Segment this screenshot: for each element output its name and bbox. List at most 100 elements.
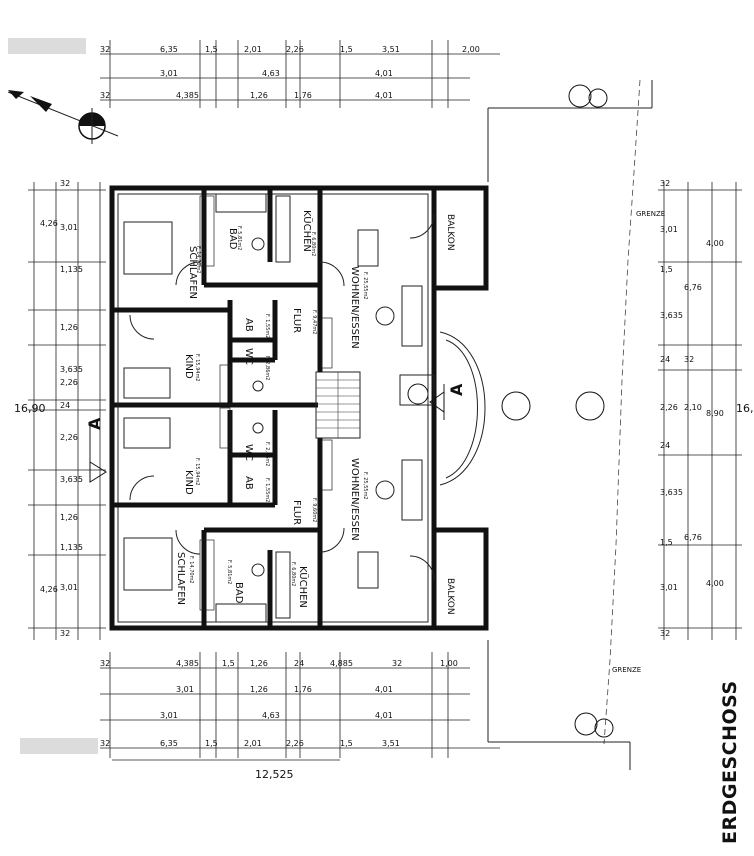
- dim-label: 4,63: [262, 69, 280, 78]
- dim-label: 1,26: [250, 659, 268, 668]
- room-label-bad: BAD: [227, 228, 238, 250]
- room-area: F. 25,55m2: [362, 272, 368, 300]
- dim-label: 3,635: [660, 488, 683, 497]
- dim-label: 2,26: [286, 739, 304, 748]
- dim-label: 2,01: [244, 45, 262, 54]
- room-labels-lower: KIND F. 15,94m2 WC F. 2,86m2 AB F. 1,55m…: [175, 442, 455, 615]
- dim-label: 32: [660, 629, 670, 638]
- dim-label: 32: [100, 659, 110, 668]
- dim-label: 3,01: [60, 223, 78, 232]
- room-label-kuechen: KÜCHEN: [301, 210, 314, 252]
- room-area: F. 25,55m2: [362, 472, 368, 500]
- dim-label: 4,01: [375, 69, 393, 78]
- room-label-schlafen: SCHLAFEN: [187, 246, 198, 299]
- furniture: [123, 193, 423, 623]
- dim-label: 3,635: [660, 311, 683, 320]
- dim-label: 4,00: [706, 579, 724, 588]
- dim-label: 1,26: [250, 91, 268, 100]
- room-area: F. 1,55m2: [264, 314, 270, 338]
- section-marker: A A: [85, 383, 466, 483]
- drawing-title: ERDGESCHOSS: [719, 680, 741, 844]
- room-label-balkon: BALKON: [445, 214, 455, 251]
- dim-label: 1,26: [60, 513, 78, 522]
- dim-label: 24: [60, 401, 70, 410]
- boundary-label: GRENZE: [612, 666, 641, 674]
- dim-label: 24: [660, 355, 670, 364]
- room-area: F. 2,86m2: [264, 356, 270, 380]
- dim-label: 4,885: [330, 659, 353, 668]
- dim-label: 2,26: [660, 403, 678, 412]
- dim-label: 6,35: [160, 739, 178, 748]
- room-labels-upper: SCHLAFEN F. 14,70m2 BAD F. 5,81m2 KÜCHEN…: [183, 210, 455, 382]
- room-label-bad: BAD: [233, 582, 244, 604]
- dim-label: 24: [660, 441, 670, 450]
- dim-label: 3,01: [660, 225, 678, 234]
- dim-label: 1,135: [60, 265, 83, 274]
- dim-label: 4,00: [706, 239, 724, 248]
- dim-label: 3,51: [382, 45, 400, 54]
- room-area: F. 15,94m2: [194, 354, 200, 382]
- boundary-label: GRENZE: [636, 210, 665, 218]
- dim-label: 4,385: [176, 659, 199, 668]
- dim-label: 1,5: [222, 659, 235, 668]
- dim-label: 32: [100, 739, 110, 748]
- dim-label: 1,76: [294, 91, 312, 100]
- dim-label: 6,76: [684, 533, 702, 542]
- room-label-ab: AB: [243, 318, 254, 332]
- dim-label: 4,385: [176, 91, 199, 100]
- dim-label: 4,26: [40, 219, 58, 228]
- dim-label: 6,76: [684, 283, 702, 292]
- room-label-schlafen: SCHLAFEN: [175, 552, 186, 605]
- dim-label: 2,00: [462, 45, 480, 54]
- dim-label: 3,01: [60, 583, 78, 592]
- dim-label: 32: [660, 179, 670, 188]
- right-dimensions: 32 3,01 1,5 3,635 24 32 2,26 2,10 24 3,6…: [658, 179, 754, 640]
- dim-label: 1,135: [60, 543, 83, 552]
- left-dimensions: 32 3,01 1,135 1,26 3,635 24 2,26 2,26 3,…: [14, 179, 106, 640]
- dim-label: 4,26: [40, 585, 58, 594]
- room-label-flur: FLUR: [291, 500, 302, 525]
- dim-label: 2,26: [286, 45, 304, 54]
- bottom-total-dimension: 12,525: [255, 768, 294, 781]
- room-label-kuechen: KÜCHEN: [297, 566, 310, 608]
- top-dimensions: 6,35 1,5 2,01 2,26 1,5 3,51 2,00 3,01 4,…: [100, 40, 500, 108]
- dim-label: 3,635: [60, 475, 83, 484]
- property-boundary: GRENZE GRENZE: [487, 79, 665, 770]
- dim-label: 1,00: [440, 659, 458, 668]
- room-area: F. 14,70m2: [195, 246, 201, 274]
- dim-label: 1,5: [205, 739, 218, 748]
- dim-label: 2,26: [60, 433, 78, 442]
- room-area: F. 9,47m2: [311, 310, 317, 334]
- dim-label: 1,26: [250, 685, 268, 694]
- dim-label: 3,01: [160, 711, 178, 720]
- dim-label: 1,5: [340, 739, 353, 748]
- dim-label: 3,635: [60, 365, 83, 374]
- room-label-wc: WC: [243, 348, 254, 365]
- building: [109, 185, 489, 631]
- room-label-wohnen: WOHNEN/ESSEN: [349, 458, 360, 541]
- dim-label: 2,26: [60, 378, 78, 387]
- section-label: A: [85, 417, 104, 430]
- dim-label: 1,76: [294, 685, 312, 694]
- room-label-flur: FLUR: [291, 308, 302, 333]
- dim-label: 32: [100, 45, 110, 54]
- dim-label: 32: [100, 91, 110, 100]
- room-area: F. 9,60m2: [311, 498, 317, 522]
- dim-label: 1,5: [660, 538, 673, 547]
- dim-label: 1,5: [205, 45, 218, 54]
- dim-label: 3,01: [176, 685, 194, 694]
- dim-label: 2,01: [244, 739, 262, 748]
- dim-label: 4,01: [375, 711, 393, 720]
- room-label-kind: KIND: [183, 470, 194, 495]
- left-total-dimension: 16,90: [14, 402, 46, 415]
- room-area: F. 5,81m2: [226, 560, 232, 584]
- north-arrow-icon: [7, 90, 119, 144]
- room-area: F. 2,86m2: [264, 442, 270, 466]
- room-area: F. 5,81m2: [236, 226, 242, 250]
- dim-label: 32: [60, 629, 70, 638]
- terrain-hatch: [8, 38, 98, 754]
- section-label: A: [447, 383, 466, 396]
- dim-label: 4,01: [375, 91, 393, 100]
- room-area: F. 6,80m2: [310, 232, 316, 256]
- room-area: F. 15,94m2: [194, 458, 200, 486]
